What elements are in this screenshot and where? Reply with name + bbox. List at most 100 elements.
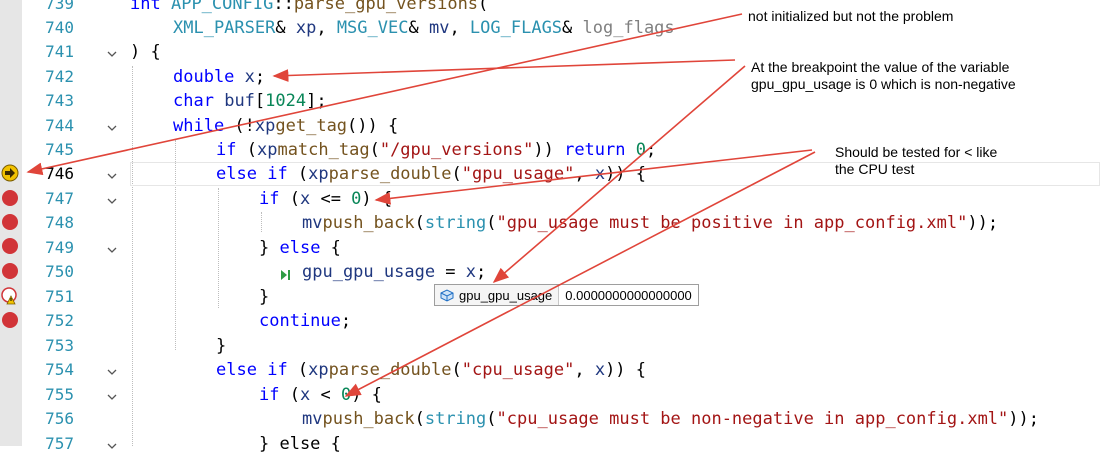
punctuation: ::	[273, 0, 294, 14]
indent-guide	[218, 188, 219, 308]
chevron-down-icon[interactable]	[104, 242, 120, 258]
annotation-arrow	[492, 65, 746, 284]
code-line[interactable]: ) {	[130, 42, 161, 62]
parameter: xp	[295, 18, 317, 38]
punctuation: &	[408, 18, 429, 38]
variable: x	[594, 360, 606, 380]
code-line[interactable]: int APP_CONFIG::parse_gpu_versions(	[130, 0, 488, 14]
breakpoint-icon[interactable]	[2, 238, 18, 254]
code-text: ) {	[130, 42, 161, 62]
code-line[interactable]: XML_PARSER& xp, MSG_VEC& mv, LOG_FLAGS& …	[173, 18, 675, 38]
line-number: 744	[45, 116, 74, 135]
punctuation: ,	[449, 18, 470, 38]
variable: x	[244, 67, 255, 87]
punctuation: (	[414, 213, 425, 233]
indent-guide	[175, 140, 176, 350]
chevron-down-icon[interactable]	[104, 364, 120, 380]
keyword: char	[173, 91, 214, 111]
datatip[interactable]: gpu_gpu_usage 0.0000000000000000	[434, 284, 699, 306]
string-literal: "gpu_usage"	[461, 164, 575, 184]
annotation-arrow	[374, 149, 813, 205]
string-literal: "cpu_usage must be non-negative in app_c…	[496, 409, 1009, 429]
punctuation: ,	[574, 360, 595, 380]
punctuation: [	[254, 91, 266, 111]
punctuation: ))	[533, 140, 565, 160]
punctuation: (	[414, 409, 425, 429]
punctuation: ;	[254, 67, 266, 87]
line-number: 740	[45, 18, 74, 37]
chevron-down-icon[interactable]	[104, 193, 120, 209]
keyword: if	[259, 189, 280, 209]
breakpoint-icon[interactable]	[2, 190, 18, 206]
punctuation: &	[562, 18, 583, 38]
type-name: LOG_FLAGS	[469, 18, 563, 38]
code-line[interactable]: continue;	[259, 311, 351, 331]
variable: xp	[308, 164, 329, 184]
code-line[interactable]: double x;	[173, 67, 265, 87]
annotation-arrow	[344, 151, 816, 397]
breakpoint-icon[interactable]	[2, 263, 18, 279]
chevron-down-icon[interactable]	[104, 46, 120, 62]
breakpoint-warning-icon[interactable]	[1, 287, 19, 305]
code-line[interactable]: } else {	[259, 238, 341, 258]
keyword: if	[267, 360, 288, 380]
variable: x	[299, 189, 311, 209]
breakpoint-icon[interactable]	[2, 214, 18, 230]
function-name: push_back	[322, 409, 415, 429]
operator: =	[435, 262, 466, 282]
line-number: 748	[45, 213, 74, 232]
line-number: 749	[45, 238, 74, 257]
punctuation: ,	[574, 164, 595, 184]
chevron-down-icon[interactable]	[104, 120, 120, 136]
code-line[interactable]: char buf[1024];	[173, 91, 327, 111]
chevron-down-icon[interactable]	[104, 168, 120, 184]
line-number: 745	[45, 140, 74, 159]
keyword: if	[259, 385, 280, 405]
annotation-note-line2: the CPU test	[835, 161, 915, 177]
annotation-arrow	[26, 13, 743, 176]
keyword: if	[216, 140, 237, 160]
breakpoint-icon[interactable]	[2, 312, 18, 328]
variable: buf	[224, 91, 255, 111]
punctuation: }	[259, 238, 280, 258]
function-name: get_tag	[275, 116, 348, 136]
line-number-current: 746	[45, 164, 74, 183]
step-marker-icon	[280, 266, 292, 280]
code-line[interactable]: mvpush_back(string("gpu_usage must be po…	[302, 213, 998, 233]
code-line[interactable]: }	[216, 336, 226, 356]
annotation-arrows	[26, 13, 816, 397]
chevron-down-icon[interactable]	[104, 389, 120, 405]
punctuation: (	[478, 0, 489, 14]
punctuation: ;	[646, 140, 657, 160]
punctuation: ));	[967, 213, 999, 233]
code-line[interactable]: else if (xpparse_double("cpu_usage", x))…	[216, 360, 646, 380]
code-line[interactable]: gpu_gpu_usage = x;	[302, 262, 486, 282]
function-name: parse_double	[328, 164, 452, 184]
current-statement-arrow-icon[interactable]	[1, 164, 19, 182]
punctuation: (	[236, 140, 257, 160]
code-line[interactable]: mvpush_back(string("cpu_usage must be no…	[302, 409, 1039, 429]
type-name: APP_CONFIG	[170, 0, 274, 14]
variable: mv	[302, 409, 323, 429]
datatip-value[interactable]: 0.0000000000000000	[559, 285, 698, 305]
code-line-current[interactable]: else if (xpparse_double("gpu_usage", x))…	[216, 164, 646, 184]
punctuation: }	[216, 336, 227, 356]
punctuation: ,	[316, 18, 337, 38]
punctuation: {	[320, 238, 341, 258]
variable: xp	[256, 140, 278, 160]
line-number: 750	[45, 262, 74, 281]
code-line[interactable]: if (xpmatch_tag("/gpu_versions")) return…	[216, 140, 656, 160]
line-number: 741	[45, 42, 74, 61]
operator: <	[310, 385, 341, 405]
punctuation: (	[486, 409, 497, 429]
datatip-name[interactable]: gpu_gpu_usage	[435, 285, 560, 305]
code-line[interactable]: }	[259, 287, 269, 307]
punctuation: ));	[1008, 409, 1039, 429]
line-number: 747	[45, 189, 74, 208]
line-number: 751	[45, 287, 74, 306]
string-literal: "gpu_usage must be positive in app_confi…	[496, 213, 968, 233]
function-name: parse_double	[328, 360, 452, 380]
variable: x	[465, 262, 477, 282]
type-name: string	[424, 213, 487, 233]
